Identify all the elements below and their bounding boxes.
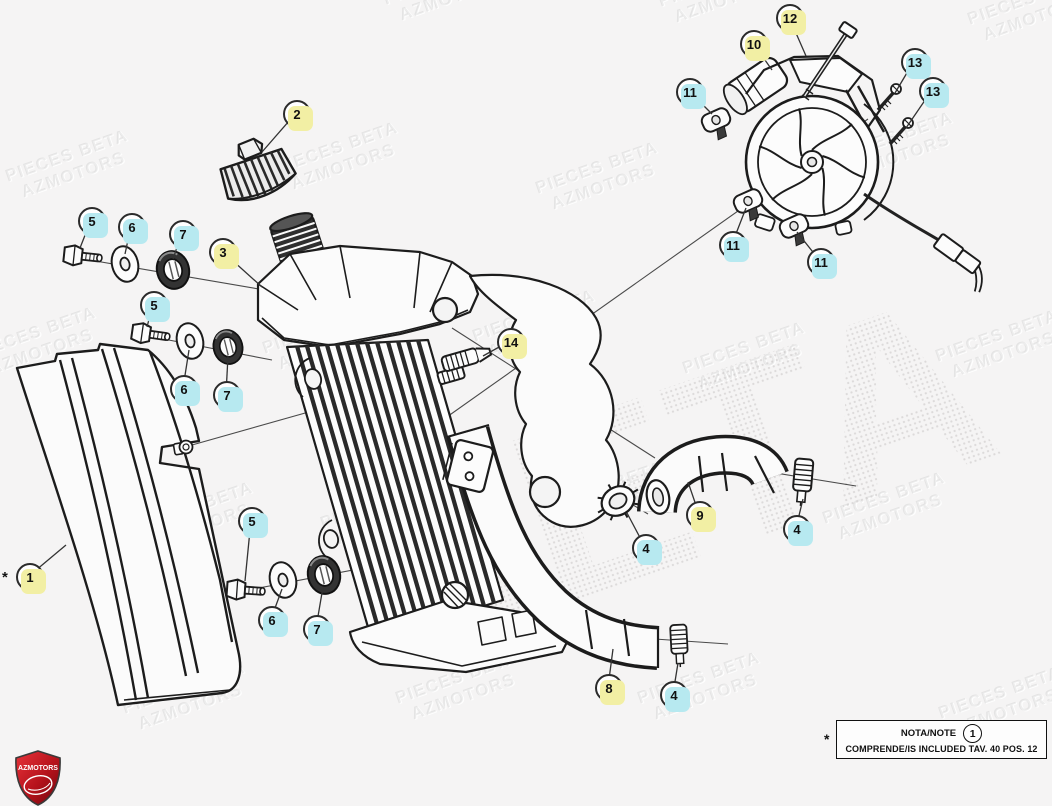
callout-asterisk: * [2, 569, 8, 586]
radiator-grille [15, 342, 242, 707]
note-box: NOTA/NOTE 1 COMPRENDE/IS INCLUDED TAV. 4… [836, 720, 1047, 759]
callout-10[interactable]: 10 [740, 30, 770, 61]
callout-4[interactable]: 4 [660, 681, 690, 712]
mounting-bracket [442, 439, 495, 493]
radiator-fins [294, 339, 497, 639]
hose-clamp-ring [597, 481, 639, 521]
fan-bolt [801, 21, 858, 101]
note-asterisk: * [824, 731, 830, 747]
callout-11[interactable]: 11 [719, 231, 749, 262]
callout-13[interactable]: 13 [901, 48, 931, 79]
fan-connector [933, 233, 983, 293]
note-body: COMPRENDE/IS INCLUDED TAV. 40 POS. 12 [845, 744, 1038, 754]
fan-wire [863, 192, 943, 244]
washer [172, 319, 208, 363]
fan-blades [758, 108, 866, 216]
callout-7[interactable]: 7 [303, 615, 333, 646]
radiator-cap [219, 137, 297, 202]
callout-13[interactable]: 13 [919, 77, 949, 108]
grommet [302, 551, 346, 599]
callout-1[interactable]: 1* [2, 563, 46, 594]
overflow-fitting [436, 347, 493, 385]
callout-3[interactable]: 3 [209, 238, 239, 269]
callout-5[interactable]: 5 [140, 291, 170, 322]
bolt [225, 577, 267, 603]
logo-shield [15, 750, 61, 806]
upper-hose [637, 434, 789, 515]
callout-4[interactable]: 4 [783, 515, 813, 546]
fan-motor [722, 56, 789, 116]
fan-assembly [722, 54, 983, 293]
logo-brand-text: AZMOTORS [18, 765, 58, 772]
callout-2[interactable]: 2 [283, 100, 313, 131]
callout-6[interactable]: 6 [258, 606, 288, 637]
lower-hose [446, 423, 660, 670]
callout-11[interactable]: 11 [676, 78, 706, 109]
grommet [151, 246, 195, 294]
callout-7[interactable]: 7 [213, 381, 243, 412]
callout-5[interactable]: 5 [78, 207, 108, 238]
azmotors-logo: AZMOTORS [15, 750, 61, 806]
callout-6[interactable]: 6 [118, 213, 148, 244]
callout-6[interactable]: 6 [170, 375, 200, 406]
fan-mount-grommet [698, 105, 738, 145]
logo-swoosh [23, 775, 53, 795]
hose-clamp [669, 623, 690, 669]
callout-8[interactable]: 8 [595, 674, 625, 705]
note-circled-number: 1 [963, 724, 983, 743]
washer [107, 242, 143, 286]
radiator [256, 212, 620, 674]
radiator-hatched-hole [440, 580, 470, 610]
bolt [129, 320, 173, 348]
callout-4[interactable]: 4 [632, 534, 662, 565]
callout-12[interactable]: 12 [776, 4, 806, 35]
callout-9[interactable]: 9 [686, 501, 716, 532]
callout-11[interactable]: 11 [807, 248, 837, 279]
bolt [62, 243, 104, 270]
callout-5[interactable]: 5 [238, 507, 268, 538]
note-title: NOTA/NOTE [900, 728, 957, 739]
callout-7[interactable]: 7 [169, 220, 199, 251]
callout-14[interactable]: 14 [497, 328, 527, 359]
logo-swoosh-line [27, 782, 51, 791]
washer [265, 558, 301, 602]
